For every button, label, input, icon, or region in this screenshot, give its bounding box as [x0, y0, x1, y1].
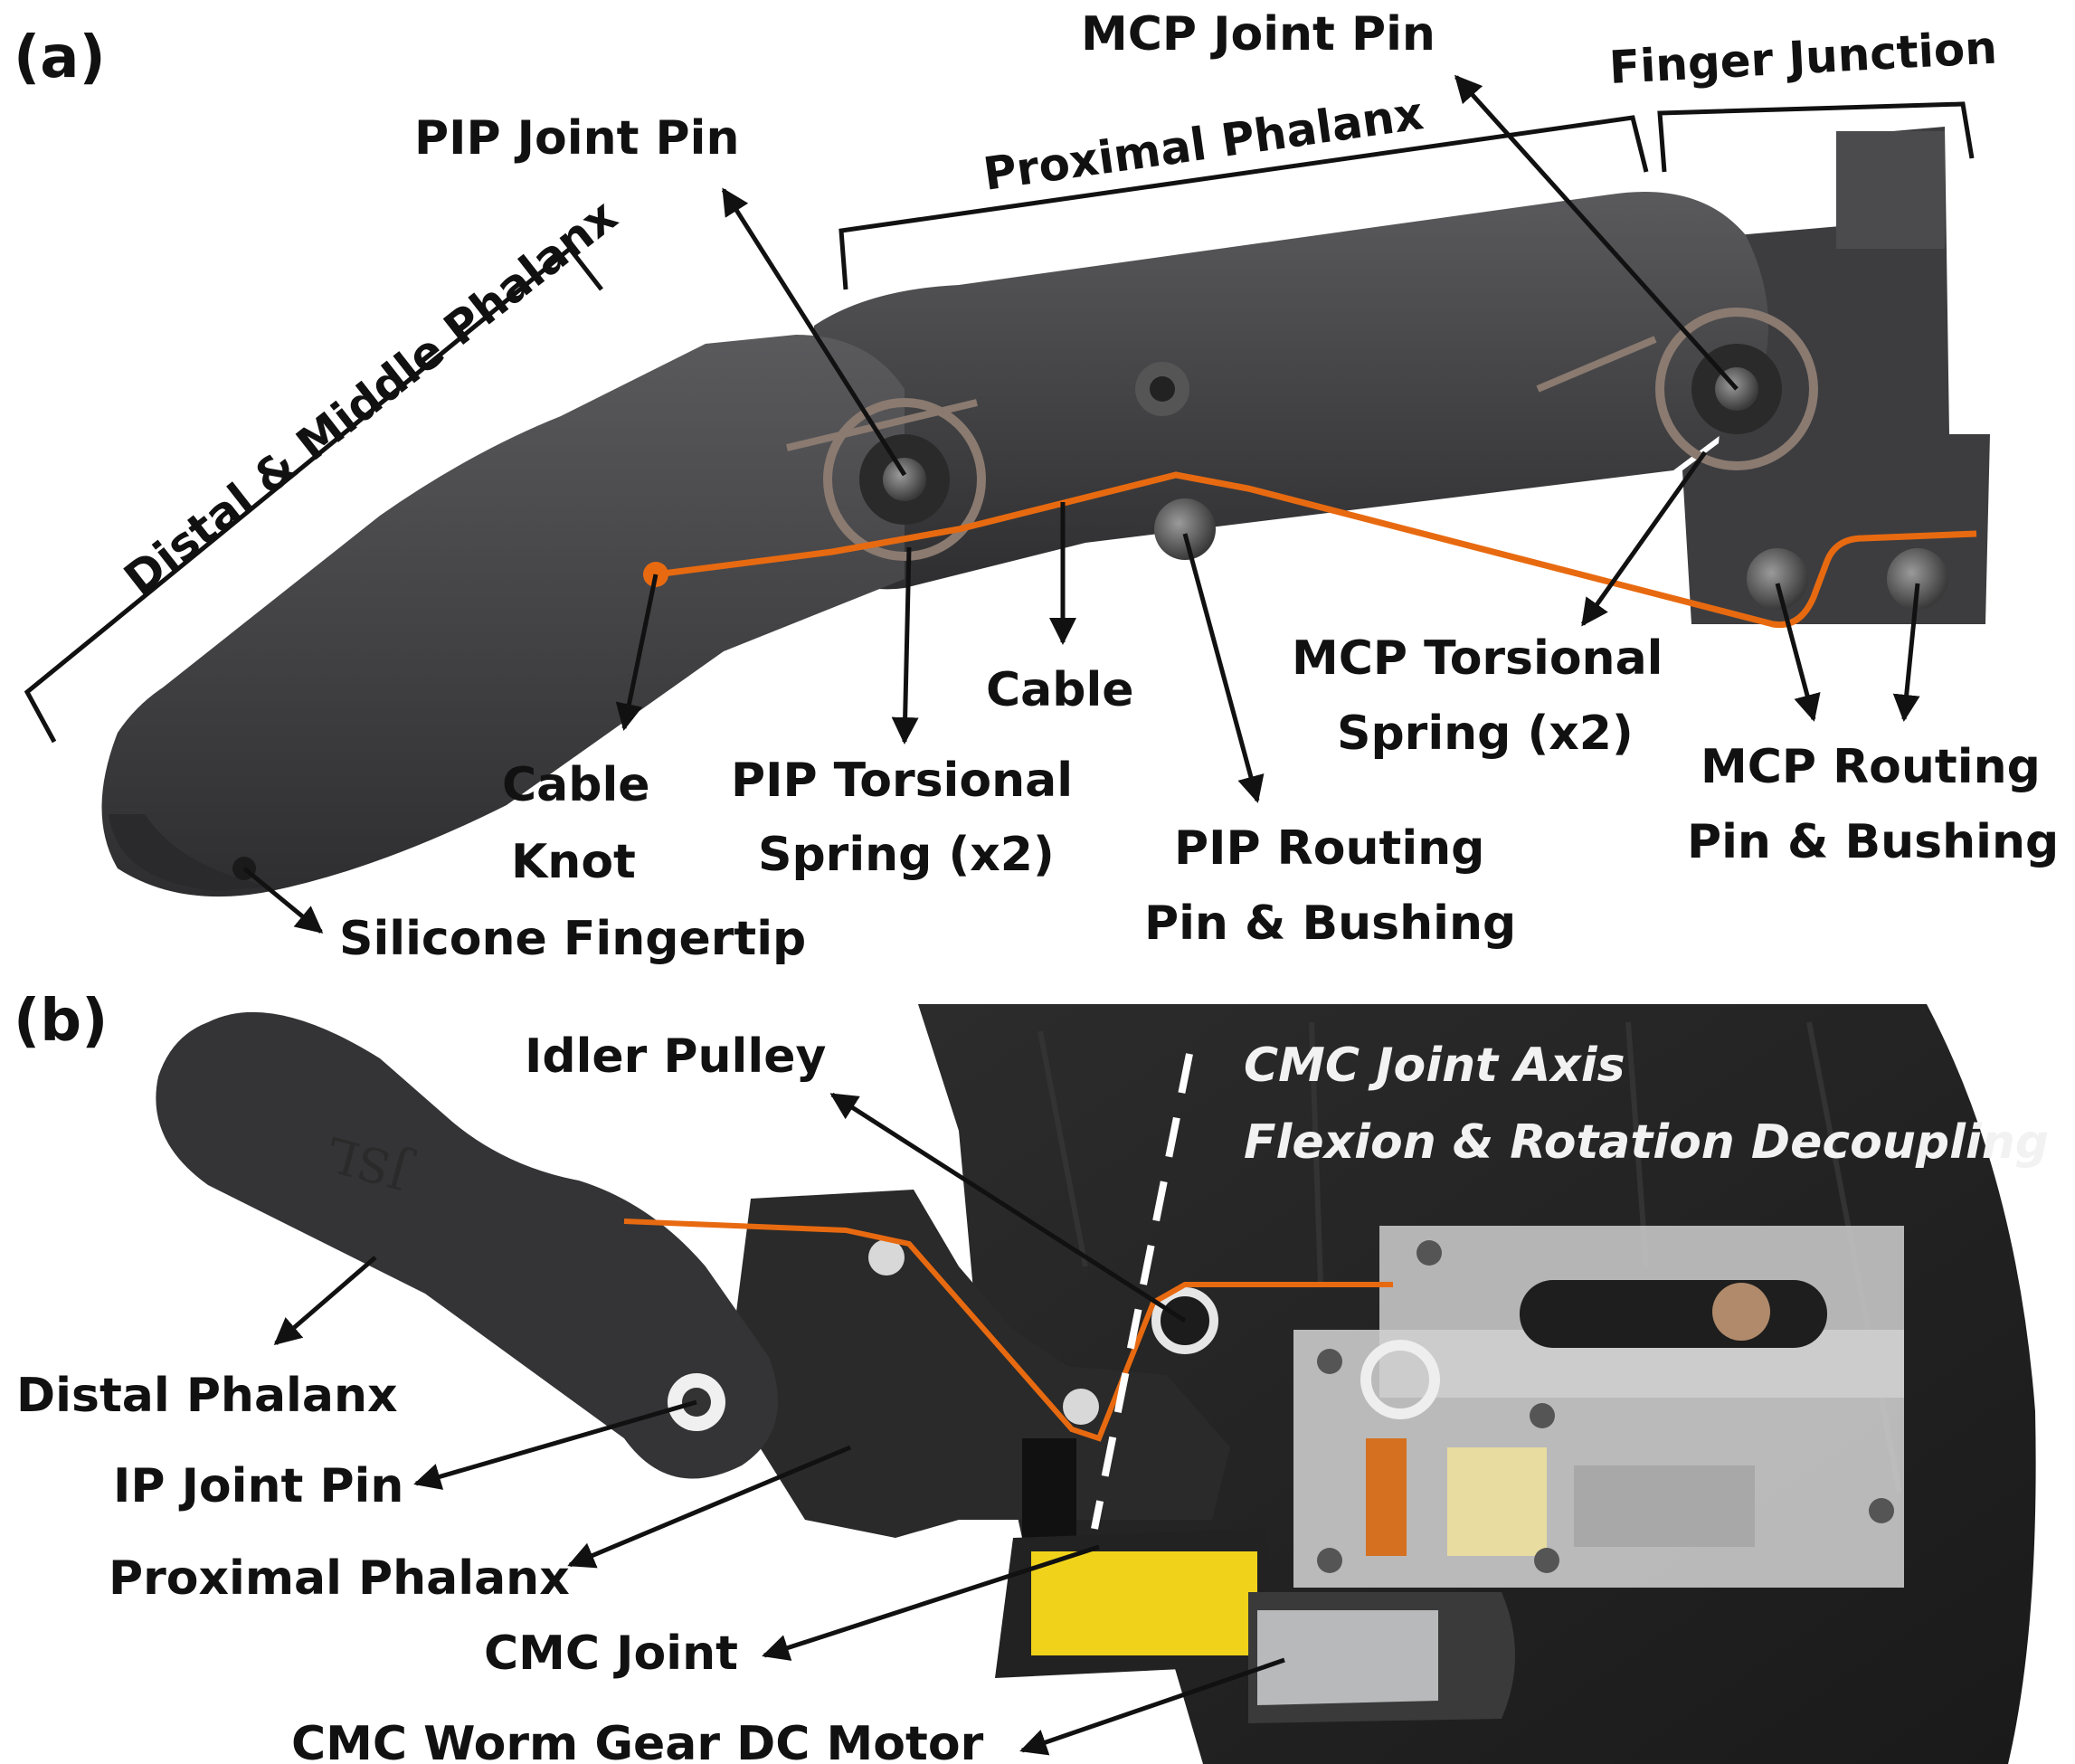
mcp-routing-pin-2: [1887, 548, 1948, 610]
slot-gear: [1712, 1283, 1770, 1341]
slot: [1520, 1280, 1827, 1348]
label-pip-torsional-2: Spring (x2): [758, 828, 1055, 882]
pip-torsional-spring: [823, 398, 986, 561]
cmc-joint-axis: [1091, 1053, 1193, 1530]
label-proximal-phalanx-b: Proximal Phalanx: [109, 1551, 570, 1606]
mcp-routing-pin-1: [1747, 548, 1808, 610]
inner-motor: [1574, 1465, 1755, 1547]
label-idler-pulley: Idler Pulley: [525, 1029, 826, 1084]
worm-gear: [1366, 1438, 1407, 1556]
bracket-finger-junction: [1657, 101, 1975, 173]
panel-a-tag: (a): [14, 24, 106, 91]
proximal-phalanx-plate: [724, 1190, 1230, 1538]
finger-junction-block: [1682, 127, 1990, 624]
panel-b-tag: (b): [14, 988, 108, 1055]
label-pip-joint-pin: PIP Joint Pin: [414, 111, 740, 166]
cable-b: [623, 1219, 1393, 1442]
label-mcp-torsional-1: MCP Torsional: [1292, 631, 1663, 686]
bracket-distal-middle: [24, 245, 603, 744]
panel-a-illustration: [101, 127, 1990, 897]
label-cmc-joint-axis: CMC Joint Axis: [1244, 1038, 1625, 1093]
cmc-motor-can-shine: [1257, 1610, 1438, 1705]
distal-middle-phalanx-body: [101, 335, 905, 897]
label-proximal-phalanx: Proximal Phalanx: [981, 87, 1426, 201]
distal-phalanx-body: [156, 1011, 779, 1479]
label-cmc-motor: CMC Worm Gear DC Motor: [291, 1717, 984, 1764]
junction-top-tab: [1836, 131, 1945, 249]
pip-spring-leg: [786, 399, 978, 451]
label-flexion-rotation: Flexion & Rotation Decoupling: [1244, 1115, 2049, 1170]
fingertip-underside: [109, 814, 271, 891]
pip-routing-pin: [1154, 498, 1216, 560]
hex-screw-socket: [1150, 376, 1175, 402]
panel-a-pointers: [242, 74, 1920, 934]
label-cable: Cable: [986, 663, 1134, 717]
label-cable-knot-1: Cable: [502, 758, 650, 812]
label-mcp-joint-pin: MCP Joint Pin: [1081, 7, 1435, 62]
label-cmc-joint: CMC Joint: [484, 1626, 738, 1681]
housing-panel-lines: [1038, 1021, 1902, 1494]
label-silicone-fingertip: Silicone Fingertip: [339, 912, 806, 966]
mechanism-screws: [1317, 1240, 1894, 1573]
label-pip-torsional-1: PIP Torsional: [731, 754, 1073, 808]
plate-pin-2: [1063, 1389, 1099, 1425]
cable-a: [655, 471, 1977, 629]
label-mcp-torsional-2: Spring (x2): [1337, 707, 1634, 761]
proximal-phalanx-body: [814, 192, 1768, 590]
ring-bushing: [1360, 1340, 1440, 1419]
label-mcp-routing-2: Pin & Bushing: [1687, 815, 2059, 869]
label-finger-junction: Finger Junction: [1608, 22, 1999, 94]
label-ip-joint-pin: IP Joint Pin: [113, 1459, 403, 1513]
panel-b-pointers: [273, 1092, 1285, 1756]
mcp-torsional-spring: [1655, 308, 1818, 470]
pip-joint-pin: [883, 458, 926, 501]
label-pip-routing-1: PIP Routing: [1174, 821, 1484, 876]
label-mcp-routing-1: MCP Routing: [1701, 740, 2041, 794]
plate-pin-1: [868, 1239, 905, 1276]
mcp-spring-leg: [1536, 336, 1657, 393]
label-pip-routing-2: Pin & Bushing: [1144, 896, 1516, 951]
label-distal-phalanx: Distal Phalanx: [16, 1369, 398, 1423]
label-cable-knot-2: Knot: [511, 835, 636, 889]
cmc-motor-yellow: [1031, 1551, 1257, 1655]
bracket-proximal: [839, 115, 1649, 290]
gear-shaft: [1447, 1447, 1547, 1556]
panel-b-illustration: JSL: [156, 1004, 2036, 1764]
cmc-joint-slot: [1022, 1438, 1076, 1538]
